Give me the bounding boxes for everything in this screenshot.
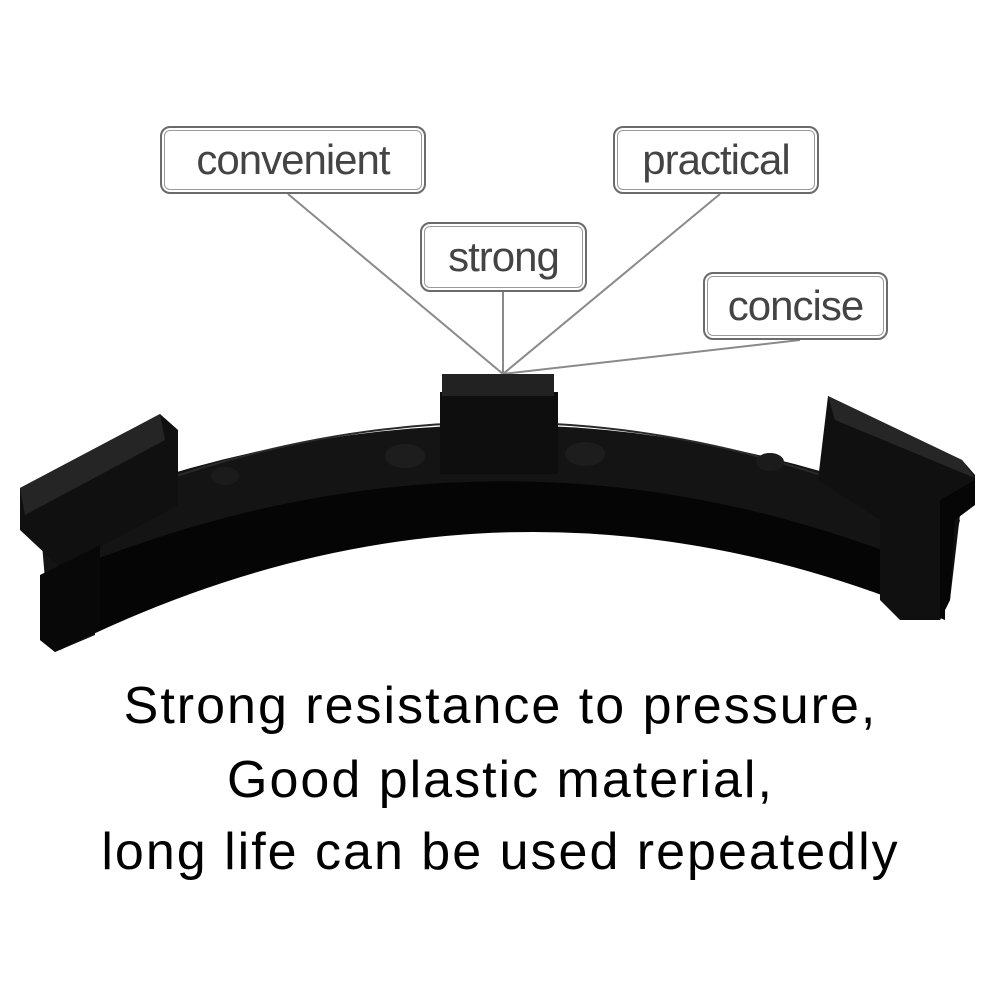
leader-line-convenient: [287, 193, 504, 375]
molding-dot: [385, 444, 425, 468]
left-clip-foot: [40, 545, 100, 652]
right-clip-top: [828, 396, 975, 478]
feature-label-convenient: convenient: [160, 126, 426, 194]
left-clip-top: [20, 414, 165, 515]
center-block-top: [442, 374, 554, 396]
caption-line-3: long life can be used repeatedly: [101, 823, 900, 881]
leader-line-practical: [502, 193, 721, 375]
right-clip-side: [940, 480, 975, 620]
feature-label-practical: practical: [613, 126, 819, 194]
molding-dot: [211, 467, 239, 485]
leader-lines: [287, 193, 801, 375]
feature-label-concise: concise: [703, 272, 888, 340]
base-band-lower: [45, 477, 945, 650]
base-band-top: [40, 425, 960, 580]
molding-dot: [756, 453, 784, 471]
feature-label-text: concise: [727, 282, 864, 329]
molding-dot: [565, 442, 605, 466]
caption-line-1: Strong resistance to pressure,: [123, 677, 878, 735]
feature-label-text: practical: [642, 136, 790, 183]
caption-line-2: Good plastic material,: [227, 751, 774, 809]
feature-label-text: strong: [448, 233, 560, 280]
feature-label-text: convenient: [196, 136, 390, 183]
center-block-front: [440, 392, 558, 474]
feature-label-strong: strong: [420, 222, 587, 292]
leader-line-concise: [502, 339, 801, 375]
